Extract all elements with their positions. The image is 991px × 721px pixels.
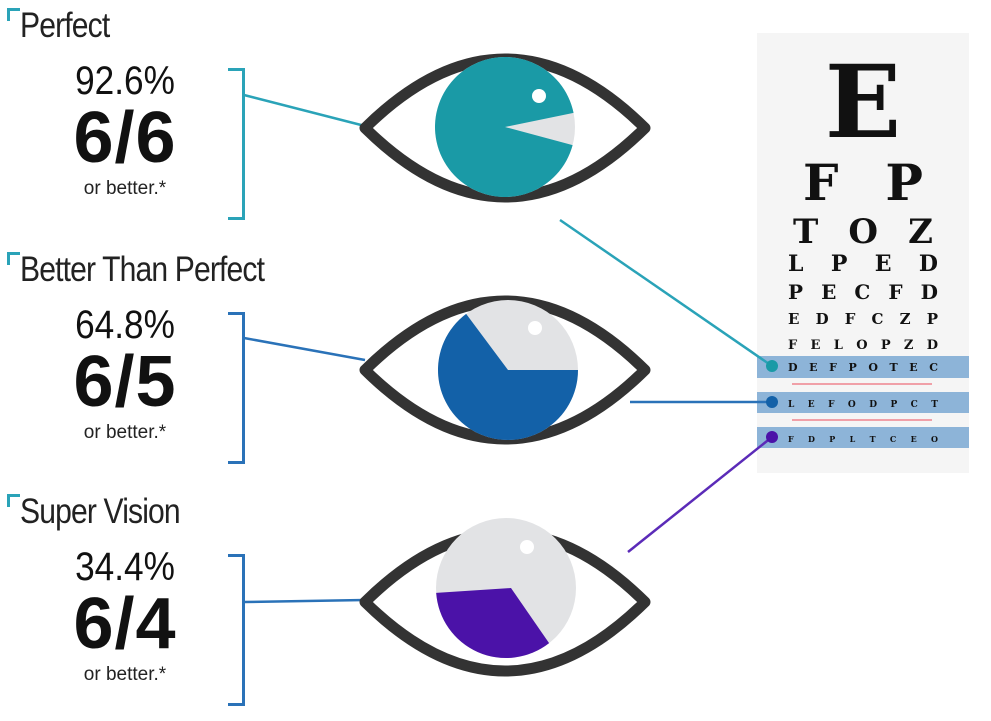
level-ratio: 6/5	[73, 342, 177, 422]
level-note: or better.*	[83, 422, 167, 443]
connector-dot-super	[766, 431, 778, 443]
level-stats: 64.8% 6/5 or better.*	[40, 304, 210, 448]
connector-super-chart	[627, 436, 773, 553]
iris-fill	[438, 313, 578, 440]
corner-mark	[7, 8, 20, 21]
level-super-vision: Super Vision 34.4% 6/4 or better.*	[0, 486, 250, 721]
connectors	[243, 93, 778, 604]
eye-chart-row: P E C F D	[788, 280, 938, 304]
connector-perfect-left	[243, 93, 366, 128]
chart-highlight-bar	[757, 427, 969, 448]
corner-mark	[7, 494, 20, 507]
level-ratio: 6/6	[73, 98, 177, 178]
eye-chart-rows: EF PT O ZL P E DP E C F DE D F C Z PF E …	[757, 43, 969, 448]
level-percent: 92.6%	[75, 59, 175, 103]
eye-chart-row: E D F C Z P	[788, 310, 938, 328]
eye-chart: EF PT O ZL P E DP E C F DE D F C Z PF E …	[757, 33, 969, 473]
chart-highlight-bar	[757, 356, 969, 378]
level-bracket	[228, 554, 245, 706]
iris-fill	[436, 588, 550, 659]
eye-highlight	[532, 89, 546, 103]
connector-better-left	[243, 336, 366, 362]
level-title: Better Than Perfect	[20, 250, 265, 289]
level-note: or better.*	[83, 178, 167, 199]
level-note: or better.*	[83, 664, 167, 685]
eye-super-vision	[359, 518, 651, 677]
connector-dot-perfect	[766, 360, 778, 372]
level-stats: 34.4% 6/4 or better.*	[40, 546, 210, 690]
eye-chart-row: E	[825, 43, 901, 161]
level-title: Perfect	[20, 6, 110, 45]
level-bracket	[228, 312, 245, 464]
connector-super-left	[243, 598, 366, 604]
eye-highlight	[520, 540, 534, 554]
eye-chart-row: D E F P O T E C	[788, 361, 938, 374]
level-perfect: Perfect 92.6% 6/6 or better.*	[0, 0, 250, 235]
connector-dot-better	[766, 396, 778, 408]
eye-highlight	[528, 321, 542, 335]
corner-mark	[7, 252, 20, 265]
chart-highlight-bar	[757, 392, 969, 413]
eye-chart-row: F D P L T C E O	[788, 434, 938, 444]
eye-chart-row: F P	[803, 153, 923, 212]
level-ratio: 6/4	[73, 584, 177, 664]
eye-chart-row: L E F O D P C T	[788, 400, 938, 410]
level-bracket	[228, 68, 245, 220]
level-percent: 34.4%	[75, 545, 175, 589]
eye-perfect	[359, 53, 651, 203]
eye-better-than-perfect	[359, 295, 651, 445]
connector-perfect-chart	[559, 218, 773, 368]
level-percent: 64.8%	[75, 303, 175, 347]
level-stats: 92.6% 6/6 or better.*	[40, 60, 210, 204]
level-better-than-perfect: Better Than Perfect 64.8% 6/5 or better.…	[0, 244, 265, 479]
eye-chart-row: T O Z	[793, 212, 933, 252]
eyes	[359, 53, 651, 677]
level-title: Super Vision	[20, 492, 181, 531]
